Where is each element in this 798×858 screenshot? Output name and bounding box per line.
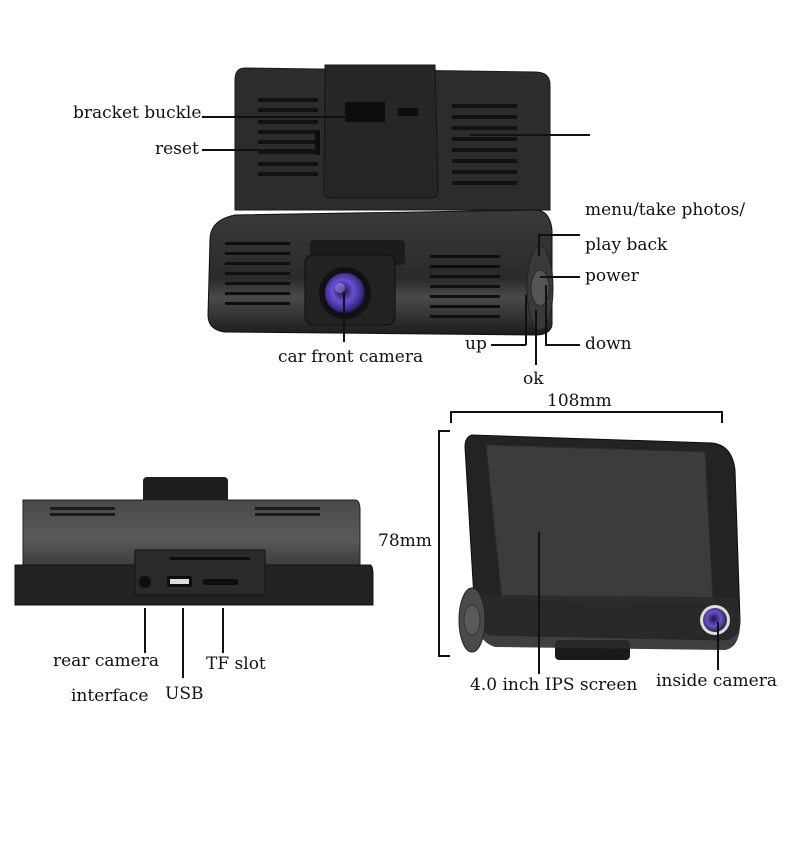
label-up: up (465, 334, 487, 354)
label-ok: ok (523, 369, 544, 389)
label-rear-camera: rear camera (53, 651, 159, 671)
leader-line-menu-vertical (538, 234, 540, 256)
leader-line-speaker (470, 134, 590, 136)
top-device-view (190, 60, 570, 350)
dashcam-body-illustration (207, 64, 554, 336)
leader-line-ips-screen (538, 532, 540, 674)
leader-line-tf-slot (222, 608, 224, 653)
dimension-height-line (438, 430, 440, 656)
label-play-back: play back (585, 235, 668, 255)
label-tf-slot: TF slot (206, 654, 266, 674)
leader-line-down-vertical (545, 285, 547, 345)
leader-line-up-vertical (525, 295, 527, 345)
dimension-height-tick-top (438, 430, 450, 432)
leader-line-power (540, 276, 580, 278)
label-down: down (585, 334, 632, 354)
leader-line-usb (182, 608, 184, 678)
leader-line-front-camera (343, 292, 345, 342)
label-inside-camera: inside camera (656, 671, 777, 691)
dimension-width-line (450, 411, 722, 413)
screen-device-view (450, 425, 750, 670)
dimension-width-tick-right (721, 411, 723, 423)
dashcam-screen-illustration (458, 434, 741, 660)
label-reset: reset (155, 139, 199, 159)
label-bracket-buckle: bracket buckle (73, 103, 202, 123)
leader-line-ok (535, 310, 537, 365)
leader-line-rear-camera (144, 608, 146, 653)
leader-line-up (491, 344, 526, 346)
dimension-width-label: 108mm (547, 391, 612, 411)
leader-line-menu (538, 234, 580, 236)
dashcam-bottom-illustration (14, 477, 374, 606)
label-power: power (585, 266, 639, 286)
dimension-height-tick-bottom (438, 655, 450, 657)
label-usb: USB (165, 684, 204, 704)
leader-line-reset (202, 149, 320, 151)
bottom-device-view (14, 475, 375, 615)
leader-line-bracket-buckle (202, 116, 352, 118)
label-rear-camera-interface: interface (71, 686, 149, 706)
leader-line-inside-camera (717, 622, 719, 670)
label-car-front-camera: car front camera (278, 347, 424, 367)
leader-line-down (545, 344, 580, 346)
dimension-width-tick-left (450, 411, 452, 423)
dimension-height-label: 78mm (378, 531, 432, 551)
label-menu-take-photos: menu/take photos/ (585, 200, 746, 220)
label-ips-screen: 4.0 inch IPS screen (470, 675, 638, 695)
rear-camera-port-icon (139, 576, 151, 588)
